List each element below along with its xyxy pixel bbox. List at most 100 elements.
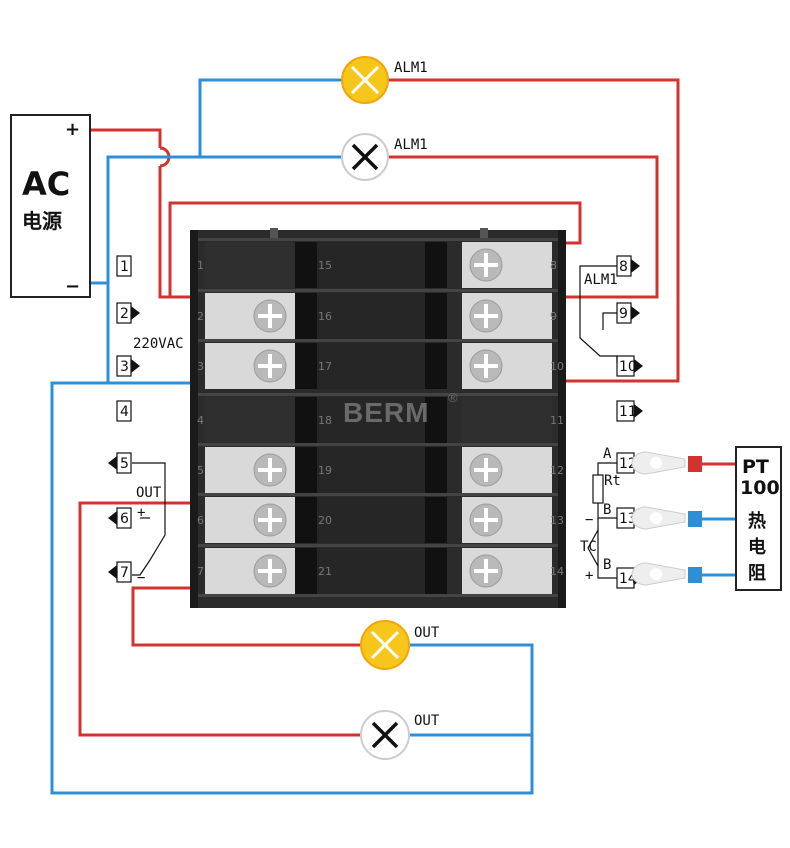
terminal-label-right: 8 [616,255,640,277]
pin-number: 11 [550,414,564,427]
pin-number: 17 [318,360,332,373]
pin-number: 12 [550,464,564,477]
pt100-line1: PT [742,456,769,478]
pin-number: 20 [318,514,332,527]
wire-red-t6-out-x [78,501,360,737]
pt100-line2: 100 [740,477,780,499]
screw-icon [253,554,287,588]
terminal-number: 11 [619,404,637,420]
voltage-label: 220VAC [133,336,184,352]
terminal-label-right: 10 [616,355,643,377]
pin-number: 19 [318,464,332,477]
terminal-label-left: 3 [116,355,140,377]
pin-number: 1 [197,259,204,272]
terminal-number: 4 [120,404,129,420]
screw-icon [253,349,287,383]
pin-number: 14 [550,565,564,578]
sensor-tc-label: TC [580,539,597,555]
lug-red [631,451,736,475]
alm1-relay-graphic [579,265,618,363]
screw-icon [253,503,287,537]
sensor-a-label: A [603,446,612,462]
pin-number: 16 [318,310,332,323]
screw-icon [469,453,503,487]
lug-blue-2 [631,562,736,586]
terminal-number: 3 [120,359,129,375]
alm1-lamp: ALM1 [341,56,428,104]
pin-number: 4 [197,414,204,427]
alm1-x-label: ALM1 [394,137,428,153]
wire-red-inner [168,201,582,299]
screw-icon [469,248,503,282]
terminal-number: 10 [619,359,637,375]
terminal-number: 2 [120,306,129,322]
pin-number: 21 [318,565,332,578]
sensor-minus-label: − [585,512,593,528]
ac-subtitle: 电源 [22,209,62,233]
out-lamp: OUT [360,620,440,670]
terminal-label-left: 1 [116,255,132,277]
ac-minus-label: − [65,276,80,297]
pin-number: 9 [550,310,557,323]
ac-power-source: + AC 电源 − [10,114,91,298]
sensor-plus-label: + [585,568,593,584]
sensor-b1-label: B [603,502,611,518]
terminal-number: 6 [120,511,129,527]
pin-number: 8 [550,259,557,272]
alm1-x-load: ALM1 [341,133,428,181]
terminal-label-left: 7 [108,561,132,583]
pt100-leads [631,451,736,586]
terminal-label-left: 5 [108,452,132,474]
screw-icon [253,299,287,333]
screw-icon [253,453,287,487]
pt100-box: PT 100 热 电 阻 [735,446,782,591]
pin-number: 6 [197,514,204,527]
terminal-number: 8 [619,259,628,275]
wire-blue-out-lamp [410,643,534,735]
screw-icon [469,299,503,333]
pt100-char-2: 电 [748,536,766,558]
pin-number: 7 [197,565,204,578]
alm1-lamp-label: ALM1 [394,60,428,76]
screw-icon [469,554,503,588]
sensor-graphic [587,462,617,579]
alm1-relay-label: ALM1 [584,272,618,288]
pin-number: 5 [197,464,204,477]
pin-number: 10 [550,360,564,373]
pin-number: 13 [550,514,564,527]
left-terminal-labels: 1 2 3 4 5 6 7 [108,255,140,583]
sensor-rt-label: Rt [604,473,621,489]
out-minus-label: − [137,570,145,586]
terminal-number: 5 [120,456,129,472]
pin-number: 15 [318,259,332,272]
brand-logo: BERM [343,397,429,428]
pin-number: 2 [197,310,204,323]
wire-blue-outer-loop [50,381,534,795]
terminal-label-right: 9 [616,302,640,324]
brand-registered-mark: ® [448,390,458,405]
wire-red-t7-out-lamp [131,586,360,647]
terminal-label-left: 4 [116,400,132,422]
terminal-label-right: 11 [616,400,643,422]
out-plus-label: + [137,505,145,521]
pin-number: 18 [318,414,332,427]
out-polarity-graphic [132,462,166,576]
wire-red-alm1-x [388,155,659,299]
out-lamp-label: OUT [414,625,440,641]
out-side-label: OUT [136,485,162,501]
wire-red-alm1-lamp [388,78,680,383]
terminal-label-left: 2 [116,302,140,324]
terminal-number: 9 [619,306,628,322]
sensor-b2-label: B [603,557,611,573]
ac-plus-label: + [65,119,80,140]
screw-icon [469,349,503,383]
terminal-number: 7 [120,565,129,581]
ac-title: AC [22,165,70,203]
pt100-char-3: 阻 [748,563,766,584]
pt100-char-1: 热 [748,510,766,532]
pin-number: 3 [197,360,204,373]
